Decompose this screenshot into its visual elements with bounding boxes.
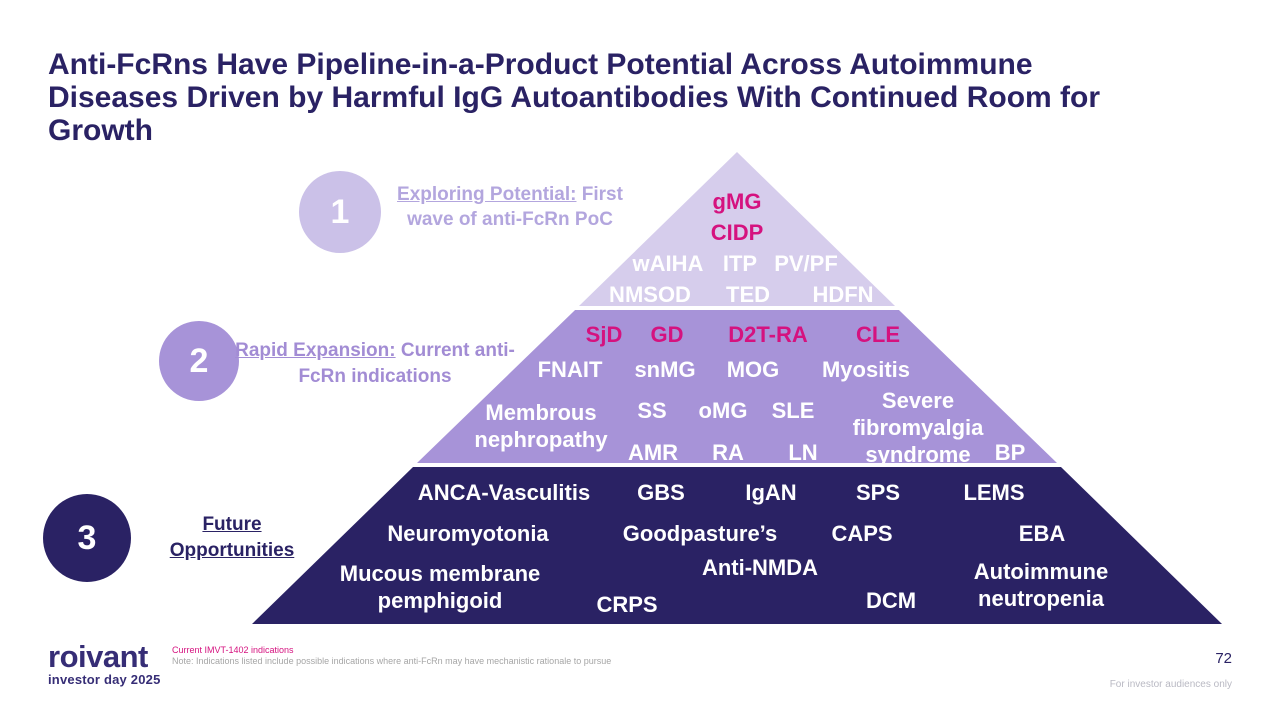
footnote-note: Note: Indications listed include possibl… <box>172 655 612 666</box>
tier-2-number: 2 <box>189 341 209 380</box>
indication-sle: SLE <box>771 398 815 423</box>
indication-autoimmune-neutropenia: Autoimmune neutropenia <box>973 559 1109 611</box>
indication-ln: LN <box>788 440 818 465</box>
indication-lems: LEMS <box>963 480 1025 505</box>
indication-goodpastures: Goodpasture’s <box>622 521 778 546</box>
logo-subtitle: investor day 2025 <box>48 672 161 687</box>
indication-itp: ITP <box>722 251 758 276</box>
indication-cle: CLE <box>856 322 900 347</box>
indication-dcm: DCM <box>865 588 917 613</box>
indication-neuromyotonia: Neuromyotonia <box>387 521 549 546</box>
title-line-2: Diseases Driven by Harmful IgG Autoantib… <box>48 81 1101 114</box>
tier-1-number-badge: 1 <box>299 171 381 253</box>
indication-caps: CAPS <box>831 521 893 546</box>
indication-mucous-membrane-pemphigoid: Mucous membrane pemphigoid <box>339 561 541 613</box>
tier-3-label-heading: Future Opportunities <box>169 514 295 561</box>
tier-1-label: Exploring Potential: First wave of anti-… <box>396 182 624 232</box>
indication-mog: MOG <box>726 357 780 382</box>
indication-eba: EBA <box>1018 521 1066 546</box>
indication-waiha: wAIHA <box>632 251 704 276</box>
indication-severe-fibromyalgia-syndrome: Severe fibromyalgia syndrome <box>852 388 984 467</box>
page-number: 72 <box>1215 650 1232 667</box>
tier-2-label: Rapid Expansion: Current anti-FcRn indic… <box>235 338 515 390</box>
footnote-current-1402: Current IMVT-1402 indications <box>172 645 294 655</box>
audience-note: For investor audiences only <box>1109 679 1232 690</box>
tier-3-label: Future Opportunities <box>154 512 310 564</box>
page-title: Anti-FcRns Have Pipeline-in-a-Product Po… <box>48 48 1228 147</box>
logo-wordmark: roivant <box>48 639 148 674</box>
tier-3-number-badge: 3 <box>43 494 131 582</box>
indication-gbs: GBS <box>637 480 685 505</box>
pyramid-tier-3-shape <box>252 467 1222 624</box>
indication-snmg: snMG <box>634 357 696 382</box>
tier-2-number-badge: 2 <box>159 321 239 401</box>
indication-omg: oMG <box>698 398 748 423</box>
indication-anca-vasculitis: ANCA-Vasculitis <box>417 480 591 505</box>
indication-gmg: gMG <box>712 189 762 214</box>
indication-d2t-ra: D2T-RA <box>728 322 808 347</box>
indication-anti-nmda: Anti-NMDA <box>701 555 819 580</box>
indication-amr: AMR <box>627 440 679 465</box>
indication-bp: BP <box>994 440 1026 465</box>
tier-3-number: 3 <box>77 518 97 557</box>
indication-sps: SPS <box>855 480 901 505</box>
indication-sjd: SjD <box>585 322 623 347</box>
indication-pvpf: PV/PF <box>774 251 838 276</box>
indication-membrous-nephropathy: Membrous nephropathy <box>474 400 608 452</box>
indication-cidp: CIDP <box>710 220 764 245</box>
title-line-1: Anti-FcRns Have Pipeline-in-a-Product Po… <box>48 48 1033 81</box>
footnotes: Current IMVT-1402 indications Note: Indi… <box>172 645 611 666</box>
indication-crps: CRPS <box>596 592 658 617</box>
indication-ss: SS <box>637 398 667 423</box>
indication-ra: RA <box>712 440 744 465</box>
roivant-logo: roivant investor day 2025 <box>48 639 161 687</box>
indication-myositis: Myositis <box>821 357 911 382</box>
tier-1-number: 1 <box>330 192 350 231</box>
indication-fnait: FNAIT <box>537 357 603 382</box>
tier-1-label-heading: Exploring Potential: <box>397 184 577 205</box>
indication-nmsod: NMSOD <box>609 282 691 307</box>
tier-2-label-rest: Current anti-FcRn indications <box>298 340 515 387</box>
indication-hdfn: HDFN <box>812 282 874 307</box>
tier-2-label-heading: Rapid Expansion: <box>235 340 396 361</box>
indication-gd: GD <box>650 322 684 347</box>
indication-igan: IgAN <box>745 480 797 505</box>
indication-ted: TED <box>726 282 770 307</box>
tier-1-label-rest: First wave of anti-FcRn PoC <box>407 184 623 230</box>
title-line-3: Growth <box>48 114 153 147</box>
